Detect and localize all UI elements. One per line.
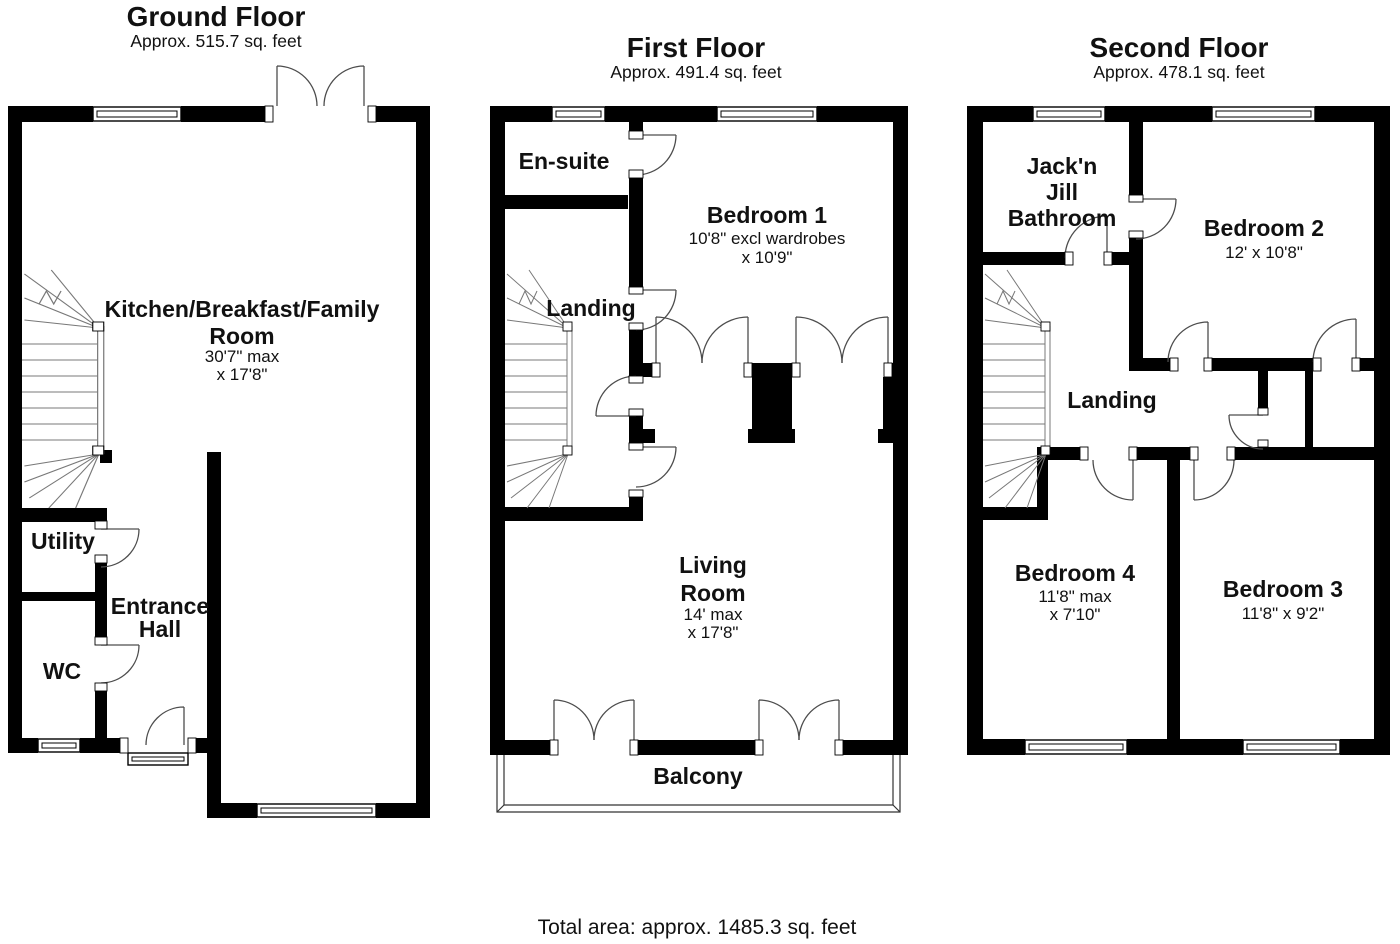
kitchen-label: Kitchen/Breakfast/Family	[105, 296, 380, 322]
bedroom-2-closet-door	[1312, 318, 1357, 363]
balcony-french-door-2b	[798, 699, 840, 741]
wardrobe-door-2a	[795, 316, 843, 364]
bedroom-2-dims: 12' x 10'8"	[1225, 243, 1303, 262]
bathroom-door	[1064, 215, 1108, 259]
second-landing-label: Landing	[1067, 387, 1156, 413]
kitchen-dims-2: x 17'8"	[217, 365, 268, 384]
entrance-hall-label-2: Hall	[139, 616, 181, 642]
jack-n-jill-label-2: Jill	[1046, 179, 1078, 205]
second-floor-jambs	[1064, 194, 1361, 461]
bedroom-3-label: Bedroom 3	[1223, 576, 1343, 602]
utility-label: Utility	[31, 528, 95, 554]
jack-n-jill-label-3: Bathroom	[1008, 205, 1117, 231]
bedroom-4-dims-1: 11'8" max	[1038, 587, 1112, 606]
bedroom-1-label: Bedroom 1	[707, 202, 827, 228]
bedroom-2-label: Bedroom 2	[1204, 215, 1324, 241]
second-floor-windows	[1024, 106, 1341, 755]
ground-floor-walls	[8, 106, 430, 818]
first-floor-title: First Floor	[627, 32, 766, 63]
entrance-double-door-right	[323, 65, 365, 107]
first-floor-doors	[553, 134, 889, 741]
bedroom-2-door	[1167, 321, 1209, 363]
balcony-label: Balcony	[653, 763, 743, 789]
living-room-label: Living	[679, 552, 747, 578]
ground-floor-doors	[100, 65, 365, 746]
second-floor-title: Second Floor	[1090, 32, 1269, 63]
wardrobe-door-1b	[701, 316, 749, 364]
balcony-french-door-2a	[758, 699, 800, 741]
en-suite-label: En-suite	[519, 148, 610, 174]
bedroom-4-label: Bedroom 4	[1015, 560, 1135, 586]
entrance-hall-label: Entrance	[111, 593, 209, 619]
ground-floor-windows	[37, 106, 377, 818]
bedroom-3-dims: 11'8" x 9'2"	[1242, 604, 1325, 623]
first-floor-jambs	[549, 130, 893, 756]
kitchen-label-2: Room	[209, 323, 274, 349]
balcony-french-door-1b	[593, 699, 635, 741]
second-floor-labels: Jack'n Jill Bathroom Bedroom 2 12' x 10'…	[1008, 153, 1343, 624]
second-floor-area: Approx. 478.1 sq. feet	[1093, 62, 1264, 82]
bedroom-4-door	[1092, 459, 1134, 501]
second-floor-plan: Second Floor Approx. 478.1 sq. feet	[967, 32, 1390, 755]
ground-floor-title: Ground Floor	[127, 1, 306, 32]
living-room-dims-2: x 17'8"	[688, 623, 739, 642]
ground-floor-plan: Ground Floor Approx. 515.7 sq. feet	[8, 1, 430, 818]
living-room-door	[635, 446, 677, 488]
landing-label: Landing	[546, 295, 635, 321]
first-floor-labels: En-suite Bedroom 1 10'8" excl wardrobes …	[519, 148, 846, 789]
jack-n-jill-label: Jack'n	[1027, 153, 1098, 179]
entrance-double-door-left	[276, 65, 318, 107]
ground-floor-labels: Kitchen/Breakfast/Family Room 30'7" max …	[31, 296, 380, 684]
bedroom-1-dims-2: x 10'9"	[742, 248, 793, 267]
kitchen-dims-1: 30'7" max	[205, 347, 280, 366]
front-door-sill	[127, 752, 189, 766]
ground-floor-stairs	[21, 269, 105, 509]
first-floor-windows	[551, 106, 818, 122]
second-floor-doors	[1064, 198, 1357, 501]
wardrobe-door-1a	[655, 316, 703, 364]
first-floor-plan: First Floor Approx. 491.4 sq. feet	[490, 32, 908, 813]
wc-label: WC	[43, 658, 81, 684]
living-room-dims-1: 14' max	[684, 605, 743, 624]
balcony-french-door-1a	[553, 699, 595, 741]
bedroom-3-door	[1193, 459, 1235, 501]
wardrobe-door-2b	[841, 316, 889, 364]
total-area-text: Total area: approx. 1485.3 sq. feet	[538, 916, 857, 939]
living-room-label-2: Room	[680, 580, 745, 606]
balcony-outline	[496, 755, 901, 813]
wc-door	[100, 644, 140, 684]
first-floor-walls	[490, 106, 908, 755]
bedroom-1-dims-1: 10'8" excl wardrobes	[689, 229, 846, 248]
ground-floor-jambs	[94, 105, 377, 754]
cupboard-door	[1228, 414, 1264, 450]
front-door	[145, 706, 185, 746]
second-floor-walls	[967, 106, 1390, 755]
en-suite-door	[635, 134, 677, 176]
second-floor-stairs	[982, 269, 1051, 509]
ground-floor-area: Approx. 515.7 sq. feet	[130, 31, 301, 51]
bedroom-4-dims-2: x 7'10"	[1050, 605, 1101, 624]
first-floor-area: Approx. 491.4 sq. feet	[610, 62, 781, 82]
